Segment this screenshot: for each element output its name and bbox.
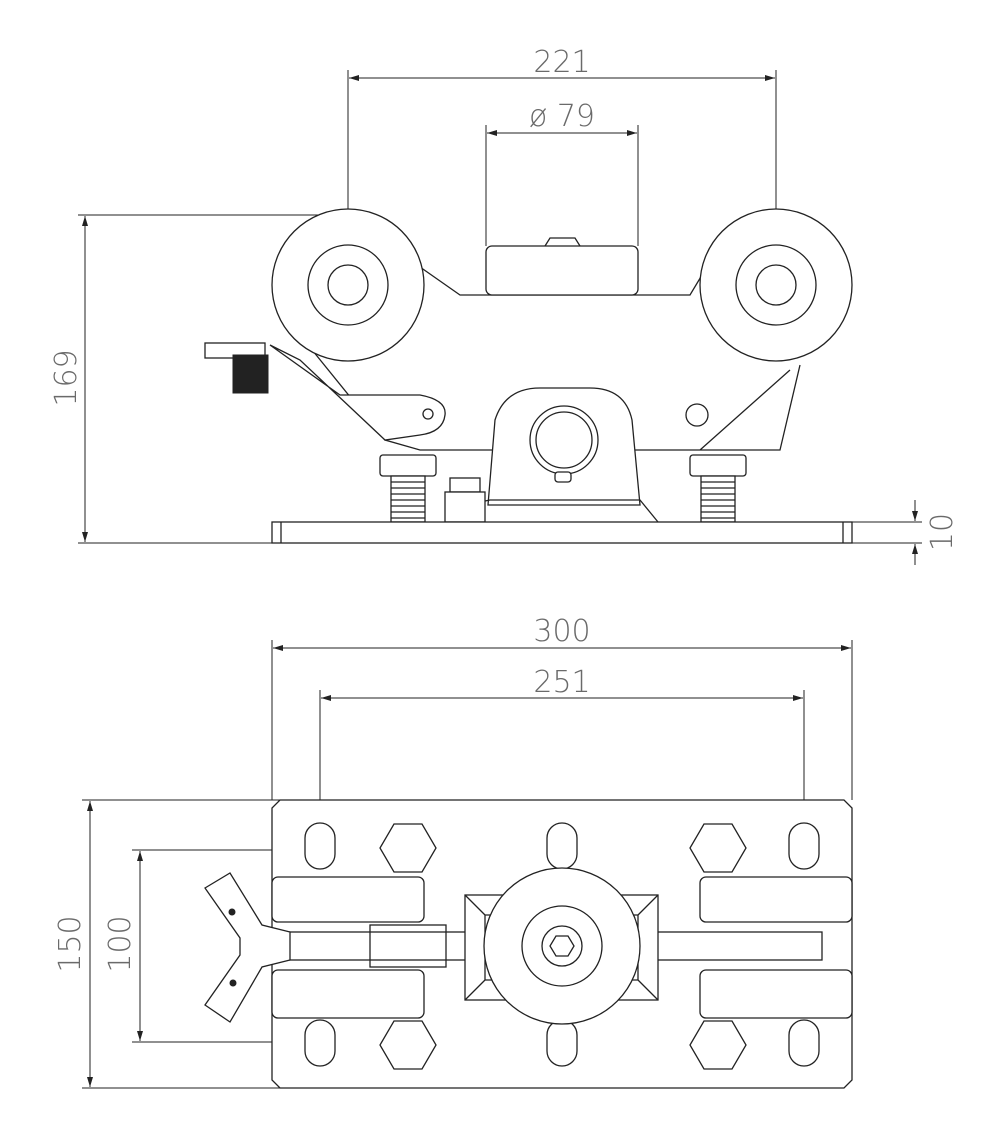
dimension-169: 169 — [49, 214, 345, 544]
small-bolt — [444, 477, 486, 523]
base-plate — [271, 521, 853, 544]
dimension-10: 10 — [852, 500, 960, 565]
wheels-top — [271, 876, 853, 1019]
dimension-label: 10 — [925, 513, 960, 551]
dimension-150: 150 — [53, 799, 280, 1089]
right-wheel — [699, 208, 853, 362]
dimension-label: 150 — [53, 915, 88, 972]
dimension-300: 300 — [271, 614, 853, 800]
left-wheel — [271, 208, 425, 362]
pivot-bracket — [464, 387, 659, 523]
dimension-label: 221 — [533, 45, 590, 80]
hex-socket-icon — [549, 935, 575, 957]
brake-lever-top — [204, 872, 291, 1023]
hex-bolts — [379, 823, 747, 1070]
right-bolt — [689, 454, 747, 523]
dimension-label: 169 — [49, 349, 84, 406]
dimension-label: 300 — [533, 614, 590, 649]
center-roller-block — [485, 245, 639, 296]
brake-lever — [204, 342, 446, 441]
dimension-label: ø 79 — [529, 99, 595, 134]
center-bracket — [464, 867, 659, 1025]
pivot-hole — [685, 403, 709, 427]
side-view: 221 ø 79 169 10 — [49, 45, 960, 565]
dimension-diameter-79: ø 79 — [485, 99, 639, 246]
left-bolt — [379, 454, 437, 523]
dimension-221: 221 — [347, 45, 777, 285]
dimension-label: 251 — [533, 665, 590, 700]
brake-knob — [232, 354, 269, 394]
axle-sleeve — [369, 924, 447, 968]
dimension-251: 251 — [319, 665, 805, 823]
center-nut — [544, 237, 581, 247]
dimension-label: 100 — [103, 915, 138, 972]
top-view: 300 251 150 100 — [53, 614, 853, 1089]
